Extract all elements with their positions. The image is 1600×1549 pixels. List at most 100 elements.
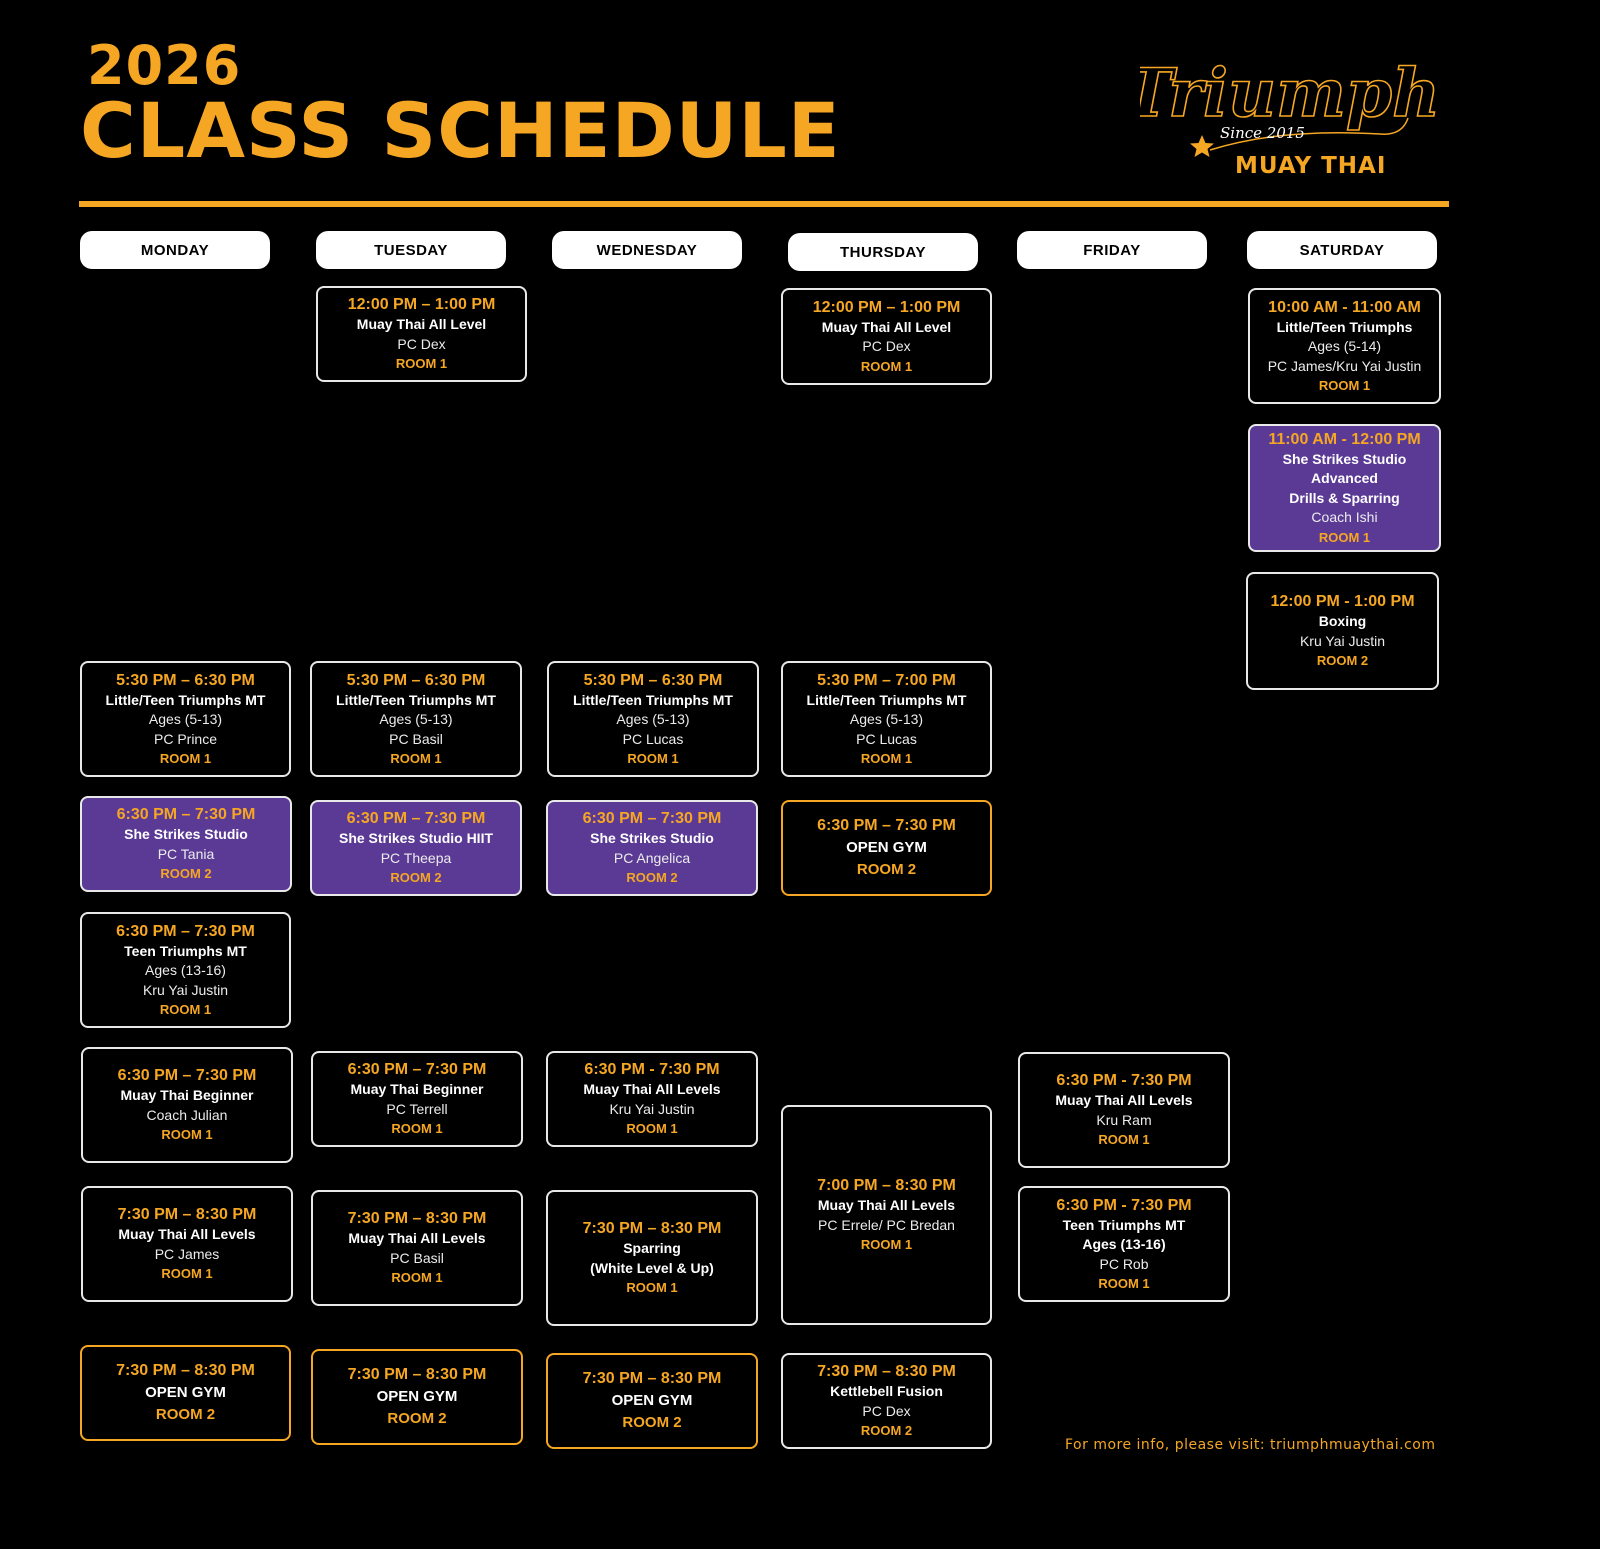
day-header-monday: MONDAY [80,231,270,269]
class-card-tuesday-20: 7:30 PM – 8:30 PM Muay Thai All Levels PC … [311,1190,523,1306]
class-time: 5:30 PM – 6:30 PM [583,671,723,689]
class-room: ROOM 2 [856,861,917,878]
class-time: 5:30 PM – 7:00 PM [817,671,956,689]
class-detail: Ages (5-14) [1307,338,1382,354]
class-room: ROOM 2 [860,1423,913,1439]
class-card-tuesday-10: 6:30 PM – 7:30 PM She Strikes Studio HIIT… [310,800,522,896]
class-detail: PC Lucas [856,730,917,747]
class-time: 6:30 PM - 7:30 PM [1056,1072,1192,1090]
class-room: ROOM 1 [1318,378,1371,393]
class-time: 11:00 AM - 12:00 PM [1268,430,1421,448]
class-name: Advanced [1311,470,1378,487]
class-room: ROOM 1 [390,751,442,766]
class-detail: Ages (5-13) [616,711,690,727]
day-header-wednesday: WEDNESDAY [552,231,742,269]
class-detail: Ages (13-16) [145,962,226,978]
header-divider [79,201,1449,207]
class-name: OPEN GYM [611,1392,693,1409]
class-name: Boxing [1318,613,1367,630]
class-time: 6:30 PM – 7:30 PM [347,1061,487,1079]
class-time: 6:30 PM – 7:30 PM [116,806,256,824]
logo-subtitle-text: MUAY THAI [1235,153,1386,179]
class-time: 7:30 PM – 8:30 PM [582,1370,722,1387]
class-time: 6:30 PM - 7:30 PM [584,1061,720,1079]
class-name: She Strikes Studio [1282,450,1407,467]
year-heading: 2026 [87,34,242,97]
class-time: 6:30 PM – 7:30 PM [582,810,722,828]
class-detail: Ages (5-13) [379,711,453,727]
class-room: ROOM 2 [160,866,212,882]
class-room: ROOM 1 [161,1127,213,1143]
class-time: 6:30 PM - 7:30 PM [1056,1196,1192,1214]
class-name: She Strikes Studio HIIT [338,830,494,847]
class-time: 6:30 PM – 7:30 PM [116,922,255,940]
class-time: 7:30 PM – 8:30 PM [347,1210,487,1228]
class-name: She Strikes Studio [124,826,248,843]
class-detail: PC Basil [390,1249,444,1266]
class-time: 7:00 PM – 8:30 PM [817,1177,956,1195]
class-name: Muay Thai All Levels [348,1230,486,1247]
class-room: ROOM 1 [860,751,913,766]
class-name: Muay Thai Beginner [350,1081,484,1098]
class-detail: Kru Ram [1096,1111,1152,1128]
class-detail: PC Prince [153,730,218,747]
class-time: 7:30 PM – 8:30 PM [582,1220,722,1238]
class-detail: Kru Yai Justin [609,1100,695,1117]
class-detail: PC Dex [862,338,911,355]
class-room: ROOM 1 [159,1002,212,1017]
class-detail: PC James [154,1245,220,1262]
class-room: ROOM 1 [1098,1276,1150,1291]
class-room: ROOM 1 [1098,1132,1150,1148]
class-name: Muay Thai Beginner [120,1087,254,1104]
class-time: 6:30 PM – 7:30 PM [346,810,486,828]
class-time: 6:30 PM – 7:30 PM [817,817,956,834]
class-room: ROOM 1 [626,1280,678,1296]
class-name: Teen Triumphs MT [124,942,247,959]
class-name: Little/Teen Triumphs MT [105,691,266,708]
class-time: 5:30 PM – 6:30 PM [346,671,486,689]
class-room: ROOM 1 [395,356,448,372]
class-name: Sparring [623,1240,681,1257]
class-name: OPEN GYM [846,839,927,856]
class-time: 7:30 PM – 8:30 PM [116,1362,255,1379]
class-detail: PC Angelica [613,849,691,866]
class-detail: PC Terrell [386,1100,448,1117]
page-title: CLASS SCHEDULE [80,86,841,175]
class-time: 7:30 PM – 8:30 PM [347,1366,487,1383]
class-room: ROOM 1 [627,751,679,766]
class-card-wednesday-21: 7:30 PM – 8:30 PM Sparring (White Level & … [546,1190,758,1326]
class-name: Drills & Sparring [1289,489,1400,506]
class-detail: PC James/Kru Yai Justin [1267,357,1422,374]
class-detail: Kru Yai Justin [1299,632,1386,649]
class-room: ROOM 1 [860,1237,913,1253]
class-time: 12:00 PM - 1:00 PM [1270,593,1415,611]
class-detail: PC Theepa [380,849,452,866]
class-room: ROOM 1 [626,1121,678,1137]
class-room: ROOM 1 [391,1121,443,1137]
class-name: Muay Thai All Level [356,316,487,333]
day-header-friday: FRIDAY [1017,231,1207,269]
class-detail: PC Basil [389,730,443,747]
class-card-wednesday-7: 5:30 PM – 6:30 PM Little/Teen Triumphs MT… [547,661,759,777]
class-detail: Coach Ishi [1311,509,1378,526]
class-name: (White Level & Up) [590,1259,714,1276]
class-name: Little/Teen Triumphs MT [573,691,733,708]
class-name: OPEN GYM [145,1384,226,1401]
day-header-saturday: SATURDAY [1247,231,1437,269]
class-detail: Ages (5-13) [148,711,223,727]
class-name: Muay Thai All Levels [817,1197,956,1214]
